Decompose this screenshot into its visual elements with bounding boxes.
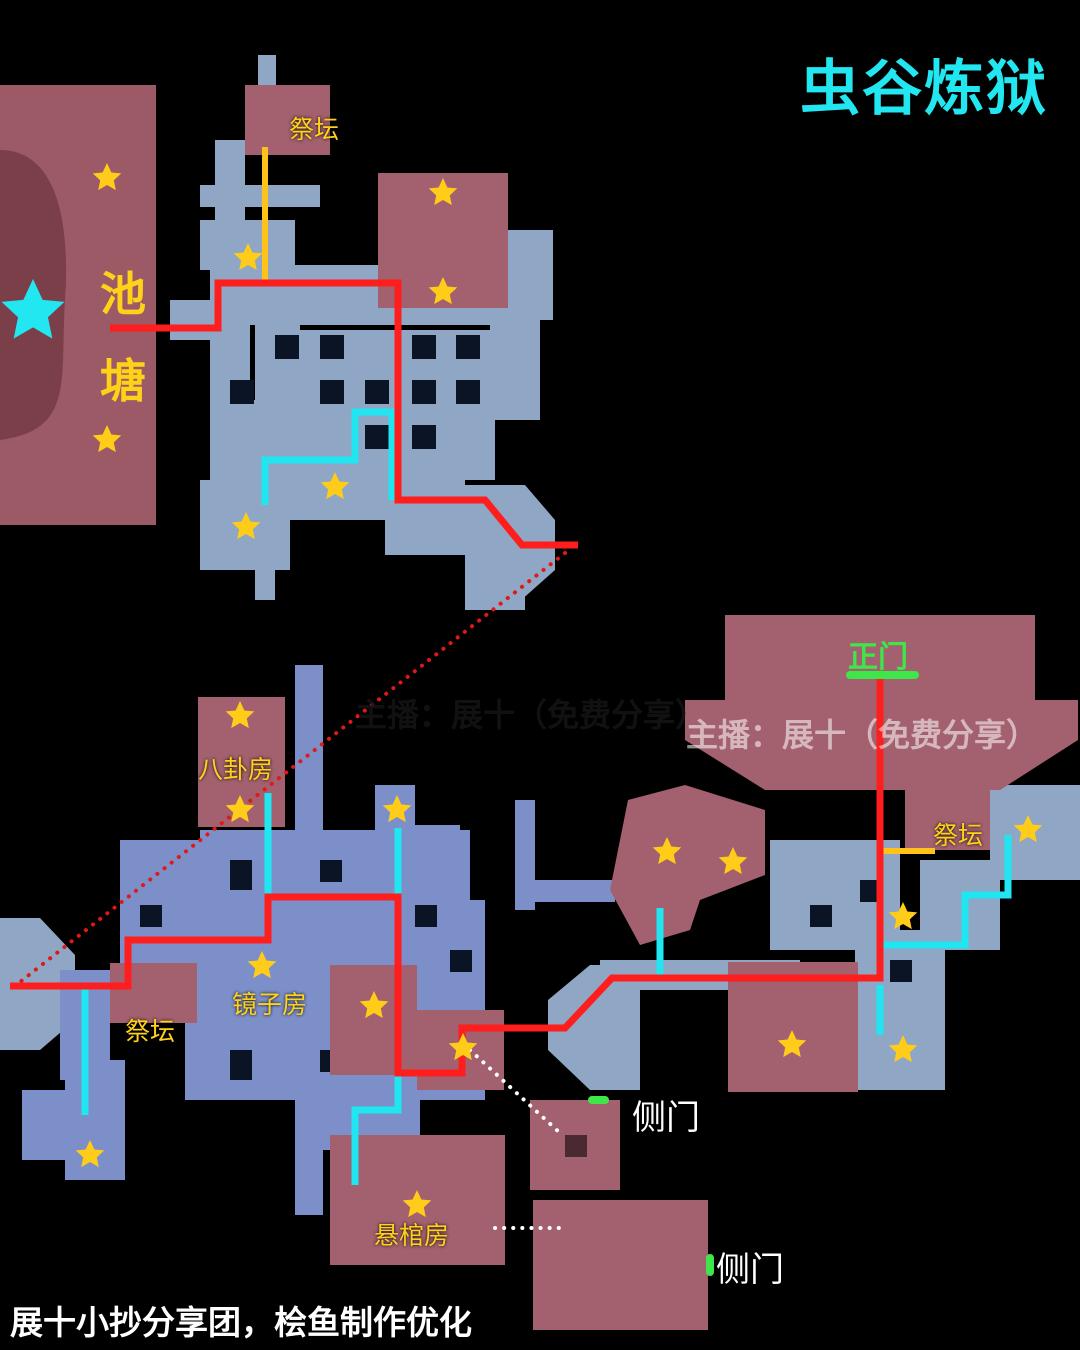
watermark: 主播：展十（免费分享）: [355, 696, 708, 734]
pond-label-top: 池: [100, 267, 146, 321]
altar-label: 祭坛: [125, 1017, 176, 1046]
side-gate-label: 侧门: [716, 1250, 784, 1290]
credit-text: 展十小抄分享团，桧鱼制作优化: [10, 1303, 472, 1342]
rooms: [110, 615, 1078, 1330]
pond-label-bottom: 塘: [100, 354, 146, 408]
watermark: 主播：展十（免费分享）: [686, 716, 1039, 754]
gate-markers: [588, 671, 919, 1276]
connector-dots: [18, 551, 567, 1230]
altar-label: 祭坛: [289, 115, 340, 144]
bagua-room-label: 八卦房: [198, 755, 274, 784]
mirror-room-label: 镜子房: [232, 990, 308, 1019]
main-gate-label: 正门: [848, 640, 908, 675]
upper-corridors: [170, 55, 555, 610]
branch-routes: [81, 408, 1012, 1185]
map-title: 虫谷炼狱: [800, 54, 1048, 124]
coffin-room-label: 悬棺房: [374, 1221, 450, 1250]
altar-routes: [262, 147, 935, 854]
side-gate-label: 侧门: [632, 1098, 700, 1138]
altar-label: 祭坛: [933, 821, 984, 850]
main-route: [10, 279, 884, 1077]
